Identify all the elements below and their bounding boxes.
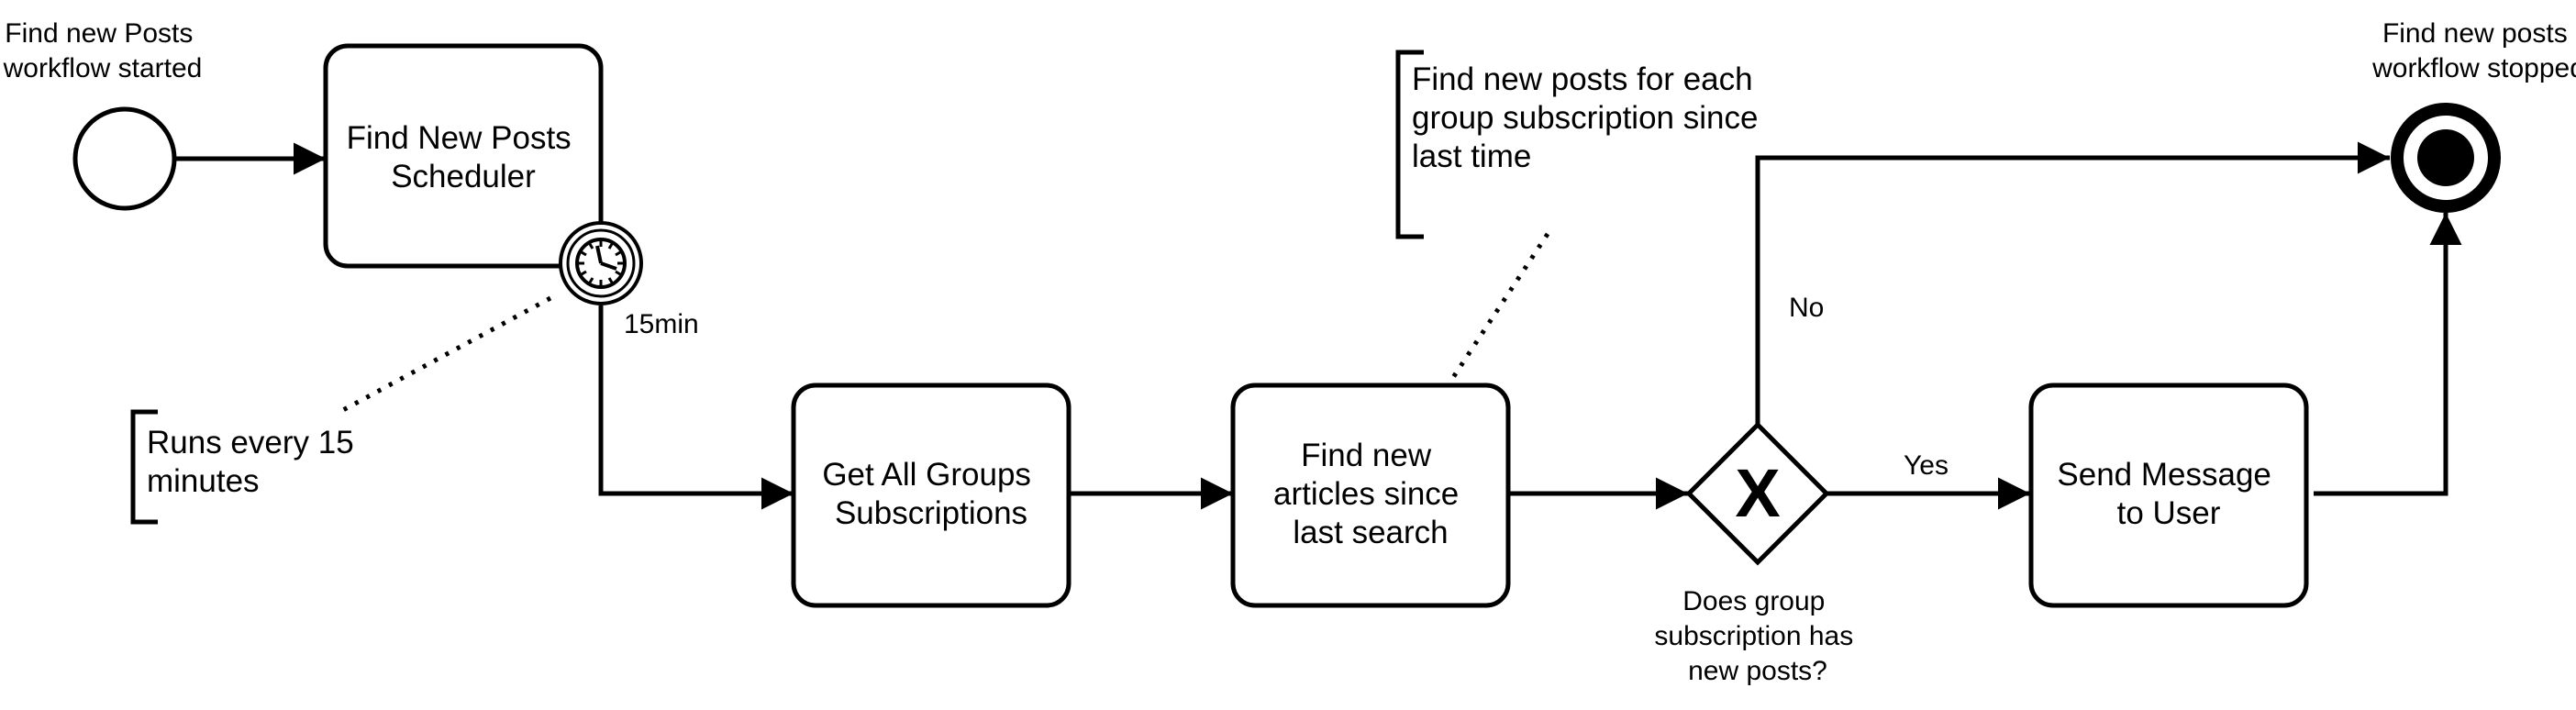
gateway-label: Does group subscription has new posts? xyxy=(1654,586,1860,686)
task-send-message-label: Send Message to User xyxy=(2057,457,2280,531)
task-send-message[interactable]: Send Message to User xyxy=(2028,383,2309,608)
end-event[interactable] xyxy=(2391,103,2501,213)
association-find-posts-note xyxy=(1449,232,1550,381)
start-event[interactable] xyxy=(72,106,177,211)
clock-icon xyxy=(575,238,627,289)
start-event-label: Find new Posts workflow started xyxy=(3,18,203,83)
annotation-runs-every-text: Runs every 15 minutes xyxy=(147,425,362,499)
task-find-articles-label: Find new articles since last search xyxy=(1273,438,1468,550)
timer-label: 15min xyxy=(624,309,699,339)
flow-timer-to-get-subscriptions[interactable] xyxy=(598,305,794,510)
annotation-runs-every: Runs every 15 minutes xyxy=(130,409,362,525)
flow-send-message-to-end[interactable] xyxy=(2314,213,2462,496)
task-find-new-posts-scheduler[interactable]: Find New Posts Scheduler xyxy=(323,43,604,269)
task-scheduler-label: Find New Posts Scheduler xyxy=(347,120,581,194)
gateway-x-marker: X xyxy=(1735,455,1780,531)
timer-boundary-event[interactable] xyxy=(559,221,643,305)
task-get-all-groups-subscriptions[interactable]: Get All Groups Subscriptions xyxy=(791,383,1071,608)
task-find-new-articles[interactable]: Find new articles since last search xyxy=(1230,383,1511,608)
annotation-find-posts: Find new posts for each group subscripti… xyxy=(1395,50,1767,239)
task-get-subscriptions-label: Get All Groups Subscriptions xyxy=(822,457,1039,531)
association-runs-every xyxy=(341,295,552,413)
flow-gateway-no[interactable] xyxy=(1755,141,2390,425)
annotation-find-posts-text: Find new posts for each group subscripti… xyxy=(1412,61,1767,174)
flow-no-label: No xyxy=(1789,293,1824,323)
exclusive-gateway[interactable]: X xyxy=(1685,421,1830,566)
flow-yes-label: Yes xyxy=(1904,450,1949,481)
end-event-label: Find new posts workflow stopped xyxy=(2371,18,2576,83)
